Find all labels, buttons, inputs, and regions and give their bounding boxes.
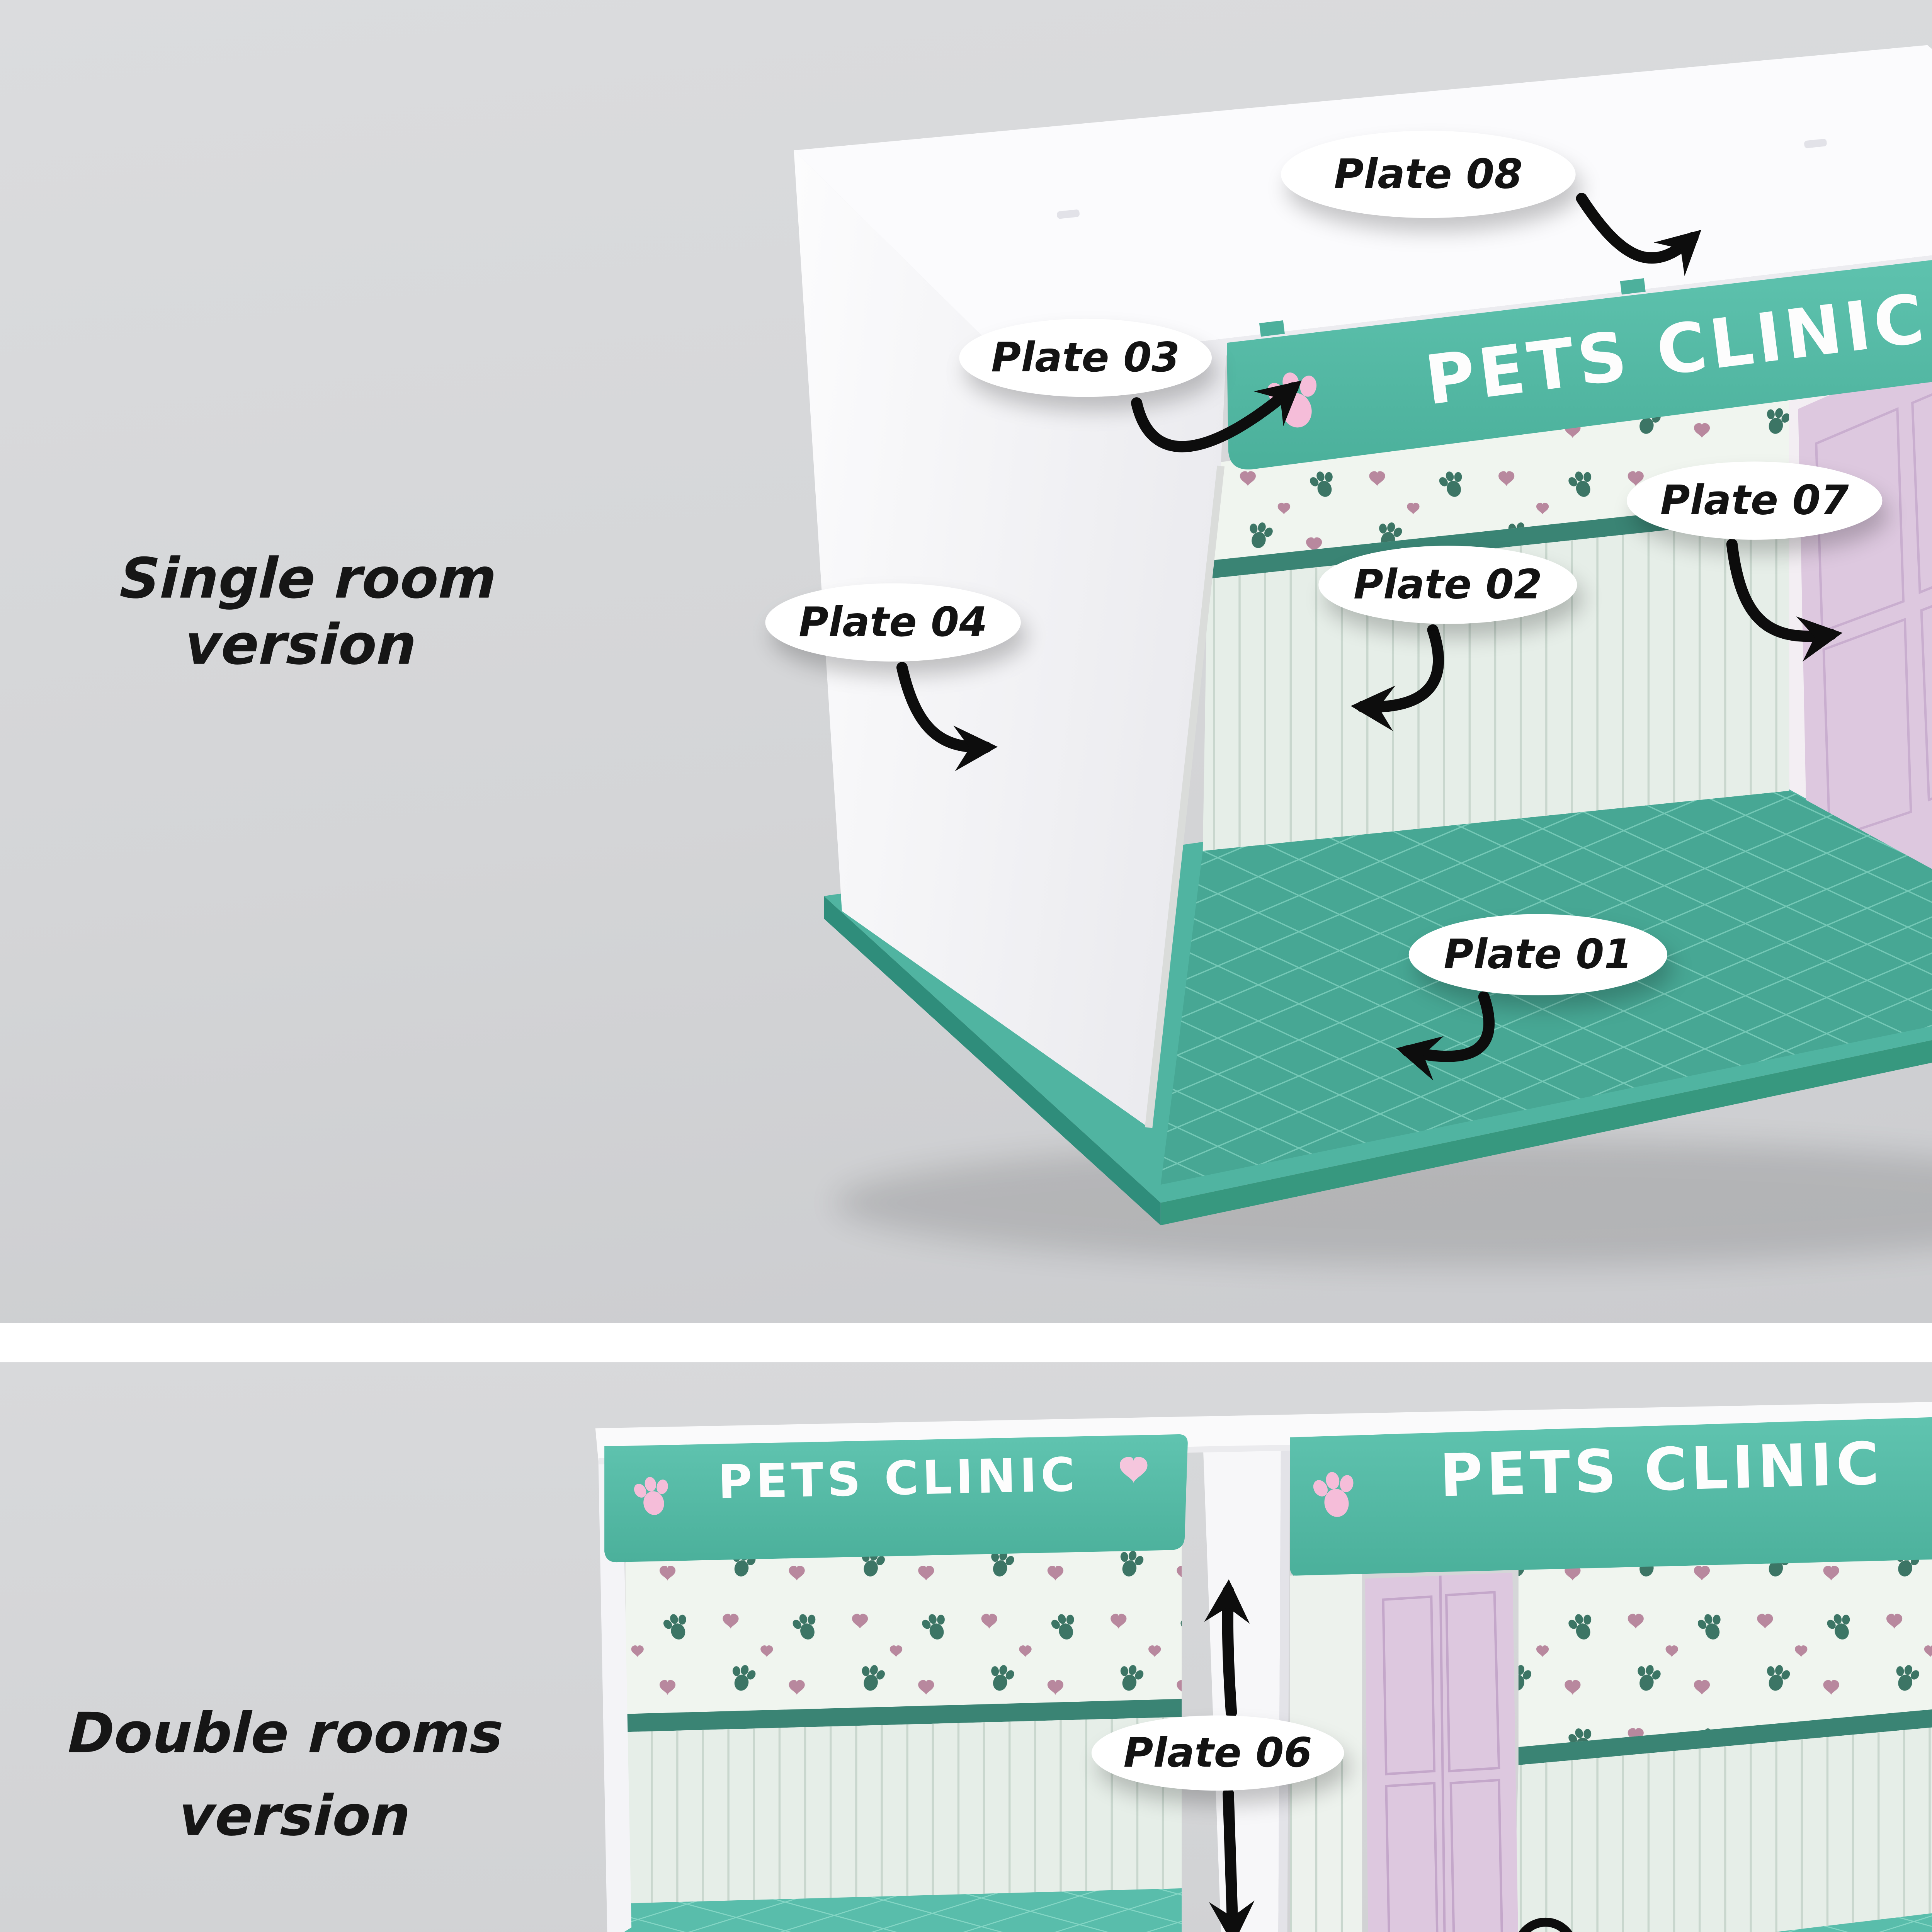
circle-marker-floor-tab — [1519, 1917, 1573, 1932]
callout-label: Plate 02 — [1353, 561, 1543, 608]
wallpaper-pattern — [1518, 1546, 1932, 1747]
callout-plate-08: Plate 08 — [1281, 131, 1576, 218]
callout-label: Plate 01 — [1444, 931, 1633, 978]
arrow-plate-02 — [1350, 624, 1444, 731]
sign-board — [604, 1434, 1188, 1563]
base-side-left — [824, 896, 1161, 1226]
arrow-plate-06-up — [1204, 1579, 1250, 1718]
left-wall-inner-edge — [1145, 466, 1225, 1128]
left-clinic-sign — [604, 1434, 1188, 1563]
wainscot-lines — [1513, 1727, 1932, 1932]
annotation-arrows — [896, 193, 1843, 1932]
left-room — [623, 1545, 1182, 1932]
sign-board — [1290, 1417, 1932, 1576]
single-room-title-line1: Single room — [119, 546, 498, 611]
base-side-front — [1160, 1040, 1932, 1226]
callout-label: Plate 06 — [1123, 1730, 1312, 1777]
arrow-plate-01 — [1396, 991, 1495, 1081]
divider-face — [1202, 1434, 1281, 1932]
door-panels — [1382, 1575, 1503, 1932]
panel-divider — [0, 1323, 1932, 1362]
right-room — [1290, 1533, 1932, 1932]
callout-plate-01: Plate 01 — [1408, 914, 1668, 995]
wallpaper-pattern — [625, 1545, 1182, 1714]
left-edge-wall — [598, 1458, 632, 1932]
arrow-plate-08 — [1576, 193, 1701, 276]
callout-plate-06: Plate 06 — [1091, 1715, 1344, 1791]
callout-plate-03: Plate 03 — [959, 318, 1212, 397]
callout-plate-04: Plate 04 — [765, 583, 1021, 662]
callout-plate-07: Plate 07 — [1626, 461, 1883, 540]
double-rooms-title-line2: version — [178, 1784, 412, 1849]
divider-side — [1278, 1434, 1290, 1932]
arrow-plate-03 — [1131, 380, 1302, 452]
callout-plate-02: Plate 02 — [1318, 546, 1577, 624]
callout-label: Plate 07 — [1660, 477, 1849, 524]
roof-slots — [1057, 139, 1827, 219]
double-rooms-title-line1: Double rooms — [67, 1701, 504, 1766]
wainscot-lines — [625, 1717, 1182, 1903]
arrow-plate-04 — [896, 662, 998, 771]
sign-board — [1226, 260, 1932, 469]
sign-text: PETS CLINIC — [717, 1448, 1079, 1510]
double-rooms-render — [595, 1402, 1932, 1932]
chair-rail — [1518, 1709, 1932, 1765]
door-panels — [1815, 393, 1932, 841]
plate-09-lassos — [1519, 1917, 1573, 1932]
arrow-plate-06-down — [1209, 1788, 1255, 1932]
wallpaper-pattern — [1207, 395, 1789, 561]
single-room-render — [794, 45, 1932, 1266]
divider-wall — [1202, 1434, 1290, 1932]
callout-label: Plate 03 — [991, 334, 1180, 381]
sign-tab — [1259, 320, 1285, 337]
sign-tab — [1620, 278, 1646, 295]
right-wall — [1789, 330, 1932, 890]
clinic-sign — [1226, 260, 1932, 469]
tiled-floor — [1775, 1913, 1932, 1932]
chair-rail — [625, 1699, 1182, 1732]
wall-sliver-lines — [1290, 1756, 1362, 1932]
arrow-plate-07 — [1726, 538, 1843, 662]
tiled-floor — [623, 1888, 1182, 1932]
single-room-title-line2: version — [184, 612, 418, 677]
right-clinic-sign — [1290, 1417, 1932, 1576]
callout-label: Plate 08 — [1334, 151, 1523, 198]
callout-label: Plate 04 — [799, 599, 988, 646]
